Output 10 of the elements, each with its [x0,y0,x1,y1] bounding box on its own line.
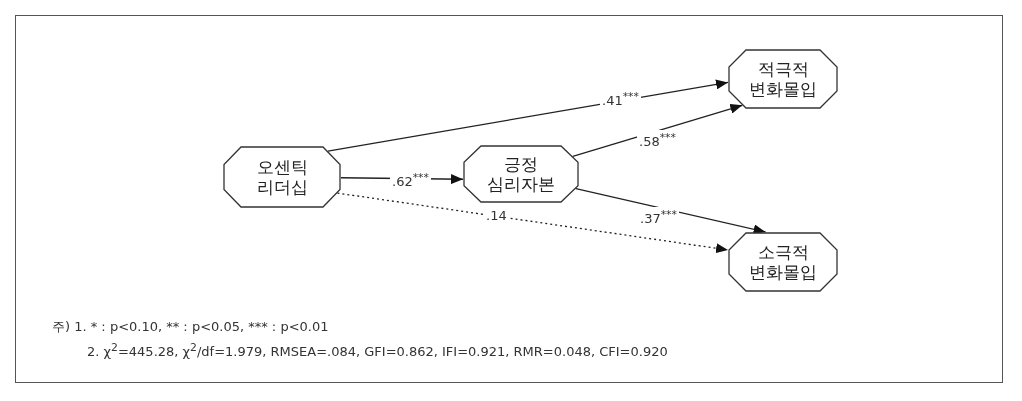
note-text: 주) 1. * : p<0.10, ** : p<0.05, *** : p<0.01 [52,318,329,336]
arrow [336,192,729,254]
edge-label: .14 [484,208,509,223]
octagon-node: 오센틱 리더십 [223,146,341,208]
arrow [575,187,767,235]
octagon-node: 긍정 심리자본 [463,145,579,203]
arrow [327,79,729,152]
note-text: 2. χ$^{2}$=445.28, χ$^{2}$/df=1.979, RMSEA=.084, GFI=0.862, IFI=0.921, RMR=0.048, CFI=0.920 [87,341,668,360]
octagon-node: 적극적 변화몰입 [728,49,838,109]
octagon-node: 소극적 변화몰입 [728,232,838,292]
